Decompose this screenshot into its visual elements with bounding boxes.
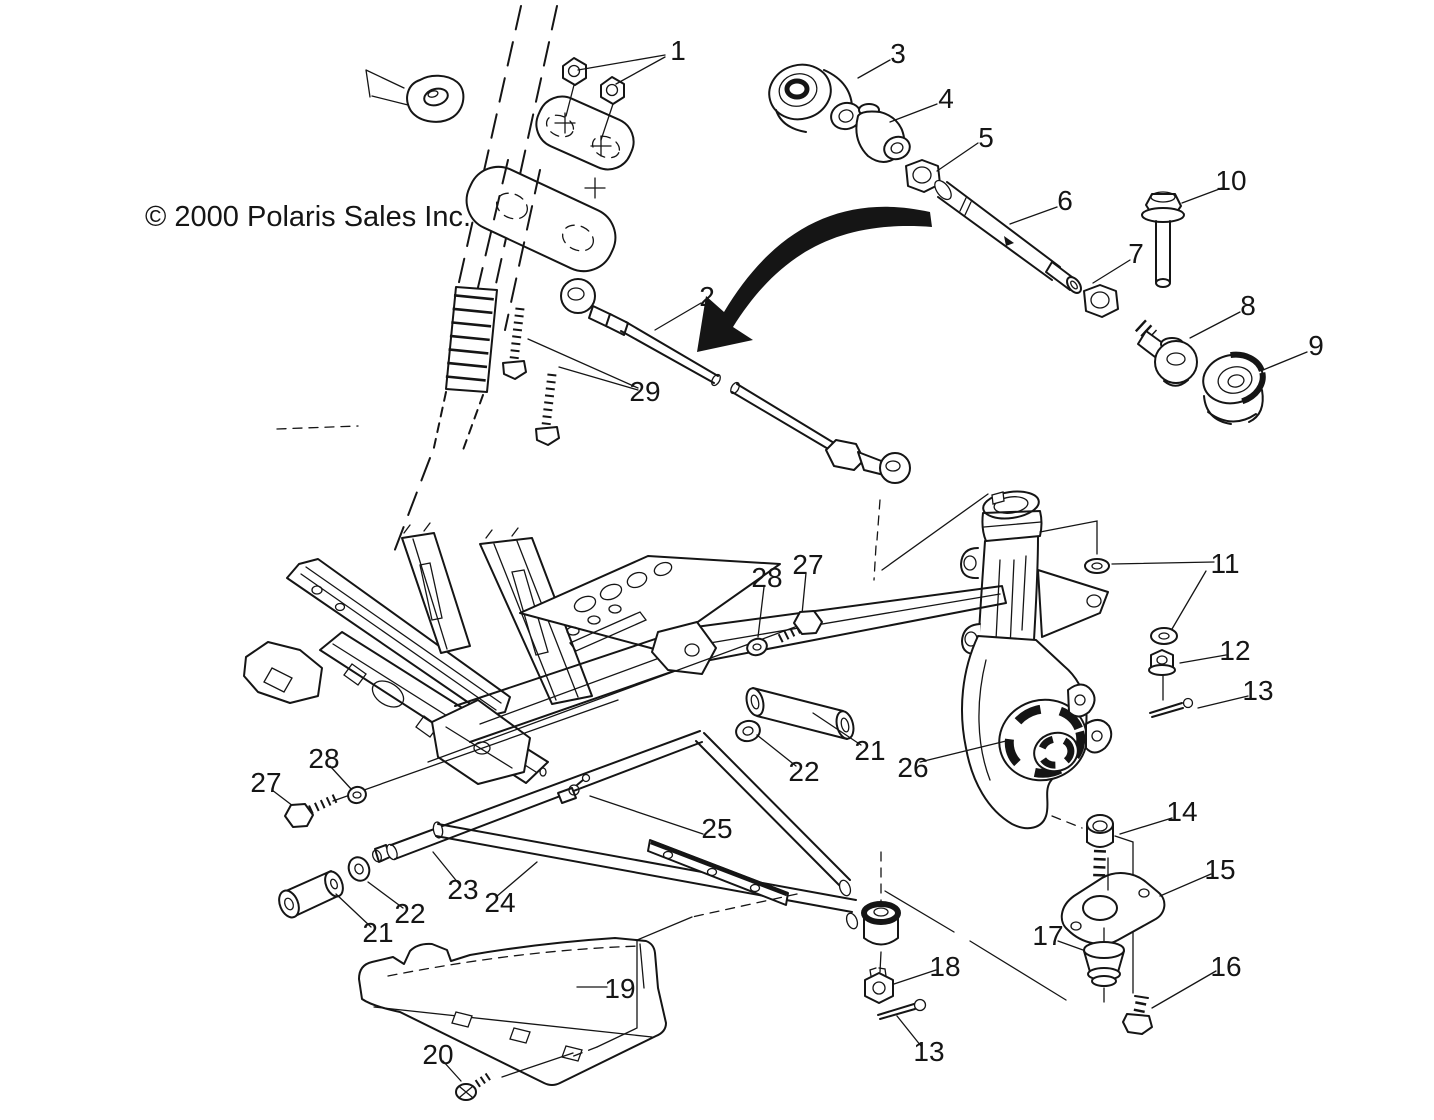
- callout-5-4: 5: [978, 122, 994, 153]
- leader-lines: [335, 54, 1308, 1082]
- tie-rod-2: [560, 278, 989, 581]
- callout-20-20: 20: [422, 1039, 453, 1070]
- callout-13-18: 13: [913, 1036, 944, 1067]
- nut-1b: [600, 76, 625, 105]
- direction-arrow: [697, 206, 932, 352]
- a-arm-guard: [358, 893, 798, 1101]
- a-arm: [386, 730, 927, 1020]
- callout-12-11: 12: [1219, 635, 1250, 666]
- callout-17-16: 17: [1032, 920, 1063, 951]
- callout-4-3: 4: [938, 83, 954, 114]
- copyright: © 2000 Polaris Sales Inc.: [145, 201, 471, 233]
- strut-knuckle: [884, 490, 1194, 1035]
- pivot-hardware-right: [427, 572, 855, 763]
- callout-11-10: 11: [1210, 548, 1239, 579]
- nut-1a: [562, 57, 587, 86]
- callout-28-30: 28: [751, 562, 782, 593]
- callout-9-8: 9: [1308, 330, 1324, 361]
- callout-3-2: 3: [890, 38, 906, 69]
- callout-21-21: 21: [362, 917, 393, 948]
- callout-24-24: 24: [484, 887, 515, 918]
- callout-2-1: 2: [699, 281, 715, 312]
- pivot-hardware-left: [271, 699, 619, 919]
- steering-post: [365, 5, 635, 561]
- callout-7-6: 7: [1128, 238, 1144, 269]
- callout-27-31: 27: [250, 767, 281, 798]
- callout-6-5: 6: [1057, 185, 1073, 216]
- tie-rod-end-parts: [768, 63, 1266, 425]
- callout-29-33: 29: [629, 376, 660, 407]
- mount-bolts-29: [502, 307, 560, 446]
- callout-27-29: 27: [792, 549, 823, 580]
- callout-1-0: 1: [670, 35, 686, 66]
- callout-25-25: 25: [701, 813, 732, 844]
- callout-19-19: 19: [604, 973, 635, 1004]
- callout-8-7: 8: [1240, 290, 1256, 321]
- callout-10-9: 10: [1215, 165, 1246, 196]
- callout-23-23: 23: [447, 874, 478, 905]
- callout-22-22: 22: [394, 898, 425, 929]
- callout-26-26: 26: [897, 752, 928, 783]
- callout-22-28: 22: [788, 756, 819, 787]
- callout-18-17: 18: [929, 951, 960, 982]
- callout-15-14: 15: [1204, 854, 1235, 885]
- callout-21-27: 21: [854, 735, 885, 766]
- callout-14-13: 14: [1166, 796, 1197, 827]
- callout-13-12: 13: [1242, 675, 1273, 706]
- callout-16-15: 16: [1210, 951, 1241, 982]
- callout-28-32: 28: [308, 743, 339, 774]
